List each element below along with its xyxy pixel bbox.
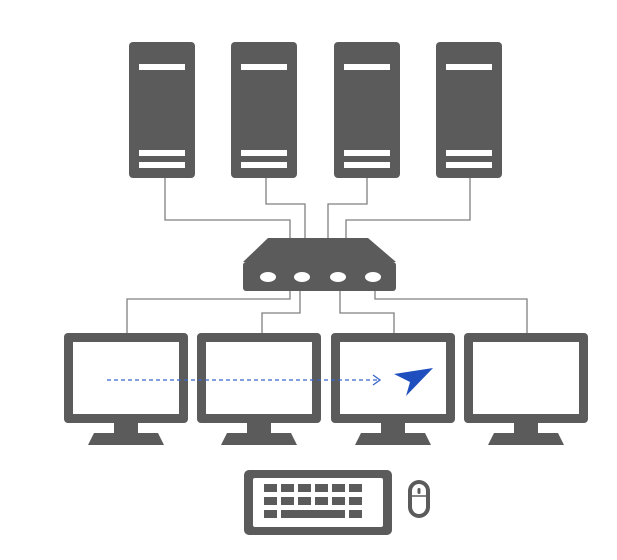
- keyboard-key: [298, 484, 311, 492]
- cable-monitor-4: [374, 290, 528, 333]
- keyboard-icon: [244, 470, 392, 535]
- server-case: [129, 42, 195, 178]
- server-slot: [446, 64, 492, 70]
- server-slot: [241, 150, 287, 156]
- keyboard-key: [315, 497, 328, 505]
- monitor-neck: [247, 423, 271, 433]
- keyboard-spacebar: [281, 510, 345, 518]
- server-slot: [344, 64, 390, 70]
- switch-port: [260, 272, 276, 282]
- keyboard-key: [349, 484, 362, 492]
- keyboard-key: [264, 497, 277, 505]
- server-tower-icon: [129, 42, 195, 178]
- monitor-cables: [126, 290, 528, 333]
- switch-top: [243, 238, 396, 262]
- keyboard-key: [264, 484, 277, 492]
- keyboard-keys: [264, 484, 362, 518]
- monitor-icon: [197, 333, 321, 445]
- keyboard-key: [315, 484, 328, 492]
- mouse-icon: [408, 480, 430, 518]
- keyboard-key: [349, 497, 362, 505]
- monitor-icon: [331, 333, 455, 445]
- server-case: [231, 42, 297, 178]
- cable-server-1: [164, 178, 291, 238]
- cursor-path-arrowhead: [372, 374, 382, 386]
- switch-port: [294, 272, 310, 282]
- cable-server-3: [327, 178, 368, 238]
- server-slot: [446, 162, 492, 168]
- mouse-wheel: [417, 488, 421, 494]
- monitor-display: [206, 342, 312, 414]
- monitor-neck: [514, 423, 538, 433]
- monitor-display: [73, 342, 179, 414]
- monitor-stand: [355, 433, 431, 445]
- monitor-icon: [464, 333, 588, 445]
- server-tower-icon: [334, 42, 400, 178]
- server-slot: [241, 64, 287, 70]
- monitor-neck: [381, 423, 405, 433]
- kvm-switch-icon: [243, 238, 396, 291]
- server-tower-icon: [231, 42, 297, 178]
- switch-port: [330, 272, 346, 282]
- keyboard-key: [332, 497, 345, 505]
- keyboard-key: [281, 497, 294, 505]
- keyboard-key: [349, 510, 362, 518]
- monitor-stand: [88, 433, 164, 445]
- monitor-icon: [64, 333, 188, 445]
- cursor-arrow-icon: [394, 368, 433, 396]
- switch-port: [365, 272, 381, 282]
- keyboard-key: [298, 497, 311, 505]
- cable-monitor-2: [261, 290, 301, 333]
- cable-server-2: [265, 178, 306, 238]
- server-slot: [241, 162, 287, 168]
- server-slot: [139, 150, 185, 156]
- monitor-display: [473, 342, 579, 414]
- server-slot: [139, 64, 185, 70]
- server-tower-icon: [436, 42, 502, 178]
- cable-monitor-3: [339, 290, 395, 333]
- server-case: [436, 42, 502, 178]
- keyboard-key: [281, 484, 294, 492]
- cable-monitor-1: [126, 290, 291, 333]
- server-slot: [446, 150, 492, 156]
- switch-body: [243, 262, 396, 291]
- server-case: [334, 42, 400, 178]
- monitor-stand: [488, 433, 564, 445]
- monitor-neck: [114, 423, 138, 433]
- server-slot: [344, 162, 390, 168]
- server-slot: [139, 162, 185, 168]
- cable-server-4: [345, 178, 471, 238]
- keyboard-key: [332, 484, 345, 492]
- keyboard-key: [264, 510, 277, 518]
- mouse-face: [412, 484, 426, 514]
- monitor-stand: [221, 433, 297, 445]
- monitor-display: [340, 342, 446, 414]
- server-cables: [164, 178, 471, 238]
- server-slot: [344, 150, 390, 156]
